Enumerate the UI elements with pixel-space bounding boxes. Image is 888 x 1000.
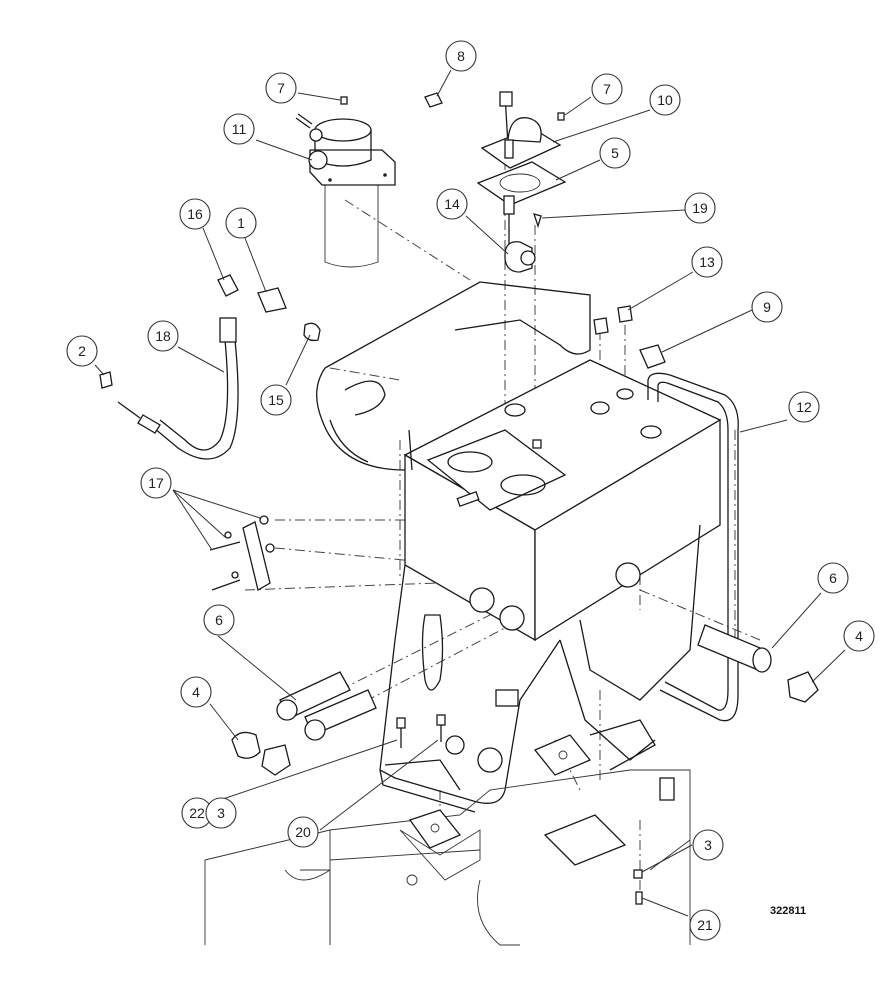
- callout-13: 13: [691, 246, 723, 278]
- callout-5: 5: [599, 137, 631, 169]
- callout-10: 10: [649, 84, 681, 116]
- elbow-fitting: [504, 241, 536, 273]
- svg-text:16: 16: [187, 206, 203, 222]
- callout-16: 16: [179, 198, 211, 230]
- sender-assembly: [476, 91, 567, 245]
- filter-assembly: [295, 113, 396, 268]
- leader-lines: [94, 69, 846, 917]
- callout-4-right: 4: [843, 620, 875, 652]
- hydraulic-tank: [316, 281, 722, 642]
- svg-text:8: 8: [457, 48, 465, 64]
- base-plate: [204, 769, 691, 946]
- svg-text:12: 12: [796, 399, 812, 415]
- svg-text:18: 18: [155, 328, 171, 344]
- svg-text:3: 3: [217, 805, 225, 821]
- bolts-lower: [396, 714, 643, 905]
- svg-text:13: 13: [699, 254, 715, 270]
- callout-4-left: 4: [180, 676, 212, 708]
- svg-text:22: 22: [189, 805, 205, 821]
- svg-text:4: 4: [192, 684, 200, 700]
- callout-3-right: 3: [692, 829, 724, 861]
- svg-text:1: 1: [237, 215, 245, 231]
- small-fittings-top: [340, 92, 565, 121]
- callout-21: 21: [689, 909, 721, 941]
- callout-17: 17: [140, 467, 172, 499]
- callout-15: 15: [260, 384, 292, 416]
- pedestal-frame: [379, 524, 701, 813]
- callout-14: 14: [436, 188, 468, 220]
- svg-text:11: 11: [232, 121, 247, 137]
- svg-text:14: 14: [444, 196, 460, 212]
- callout-6-left: 6: [203, 604, 235, 636]
- svg-text:15: 15: [268, 392, 284, 408]
- callout-19: 19: [684, 192, 716, 224]
- svg-text:4: 4: [855, 628, 863, 644]
- svg-text:20: 20: [295, 824, 311, 840]
- callout-3-left: 3: [205, 797, 237, 829]
- hose-assembly-left: [99, 274, 321, 460]
- drawing-number: 322811: [770, 905, 807, 917]
- callout-18: 18: [147, 320, 179, 352]
- svg-text:6: 6: [215, 612, 223, 628]
- return-tube: [593, 305, 739, 722]
- svg-text:10: 10: [657, 92, 673, 108]
- callout-11: 11: [223, 113, 255, 145]
- svg-text:7: 7: [277, 80, 285, 96]
- svg-text:21: 21: [697, 917, 713, 933]
- callout-20: 20: [287, 816, 319, 848]
- svg-text:3: 3: [704, 837, 712, 853]
- callout-9: 9: [751, 291, 783, 323]
- bracket-assembly: [209, 515, 275, 592]
- callout-7b: 7: [591, 73, 623, 105]
- svg-text:9: 9: [763, 299, 771, 315]
- svg-text:7: 7: [603, 81, 611, 97]
- svg-text:17: 17: [148, 475, 164, 491]
- svg-text:5: 5: [611, 145, 619, 161]
- inline-filter-right: [697, 624, 819, 703]
- callout-12: 12: [788, 391, 820, 423]
- callout-22: 22: [181, 797, 213, 829]
- svg-text:6: 6: [829, 570, 837, 586]
- inline-filter-left: [231, 671, 377, 776]
- callout-8: 8: [445, 40, 477, 72]
- callout-2: 2: [66, 335, 98, 367]
- svg-text:2: 2: [78, 343, 86, 359]
- svg-text:19: 19: [692, 200, 708, 216]
- callout-6-right: 6: [817, 562, 849, 594]
- callout-7a: 7: [265, 72, 297, 104]
- callout-1: 1: [225, 207, 257, 239]
